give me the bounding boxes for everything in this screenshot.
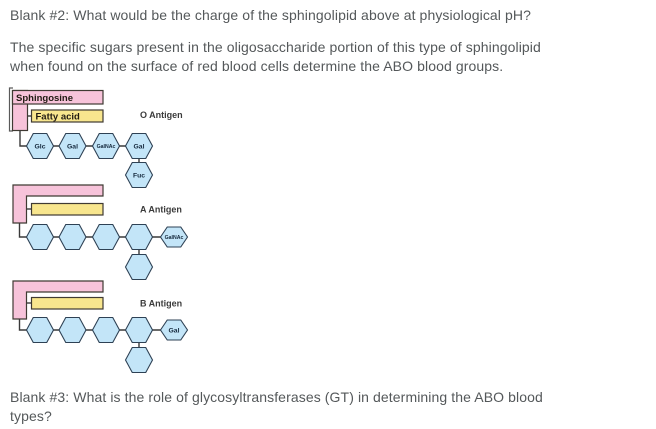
sphingosine-backbone-bar [12,280,104,320]
sugar-hexagon [91,316,121,344]
b-antigen-label: B Antigen [140,299,182,309]
fatty-acid-bar [30,109,104,123]
gal2-label: Gal [134,144,145,151]
sugar-hexagon-terminal-galnac [159,226,189,248]
sugar-hexagon [58,316,87,344]
sugar-hexagon [25,223,55,251]
question-blank3-text: Blank #3: What is the role of glycosyltr… [10,388,543,425]
sugar-hexagon [124,346,154,374]
question-blank2-text: Blank #2: What would be the charge of th… [10,7,531,23]
intro-paragraph-line1: The specific sugars present in the oligo… [10,39,541,55]
fatty-acid-bar [30,296,104,310]
question-blank3-line1: Blank #3: What is the role of glycosyltr… [10,389,543,405]
terminal-galnac-label: GalNAc [165,235,184,241]
galnac-label: GalNAc [97,144,116,150]
fuc-label: Fuc [133,173,145,180]
sugar-hexagon [124,316,154,344]
a-antigen-label: A Antigen [140,205,182,215]
o-antigen-group: Sphingosine Fatty acid O Antigen Glc Gal… [8,87,183,189]
ceramide-bracket-icon [8,87,13,132]
sugar-hexagon [91,223,121,251]
sugar-hexagon [124,223,154,251]
abo-antigen-diagram: Sphingosine Fatty acid O Antigen Glc Gal… [8,87,189,374]
sphingosine-backbone-bar [12,184,104,224]
sugar-hexagon [58,223,87,251]
sphingosine-label: Sphingosine [16,93,73,104]
sugar-hexagon-gal2 [124,132,154,160]
question-blank3-line2: types? [10,407,52,424]
terminal-gal-label: Gal [169,328,180,335]
gal1-label: Gal [67,144,78,151]
chain-connector [19,130,27,147]
a-antigen-group: A Antigen GalNAc [12,184,189,281]
sugar-hexagon-galnac [91,132,121,160]
sugar-hexagon [25,316,55,344]
sugar-hexagon-fuc [124,161,154,189]
chain-connector [18,319,27,331]
intro-paragraph: The specific sugars present in the oligo… [10,38,541,75]
chain-connector [18,223,27,238]
sugar-hexagon [124,253,154,281]
sugar-hexagon-glc [25,132,55,160]
sphingosine-bar [11,89,104,105]
sugar-chain-line [40,145,140,175]
intro-paragraph-line2: when found on the surface of red blood c… [10,57,504,74]
fatty-acid-bar [30,202,104,216]
fatty-acid-label: Fatty acid [36,112,81,123]
sugar-hexagon-terminal-gal [159,319,189,341]
b-antigen-group: B Antigen Gal [12,280,189,374]
sugar-hexagon-gal1 [58,132,87,160]
o-antigen-label: O Antigen [140,110,183,120]
glc-label: Glc [35,144,46,151]
